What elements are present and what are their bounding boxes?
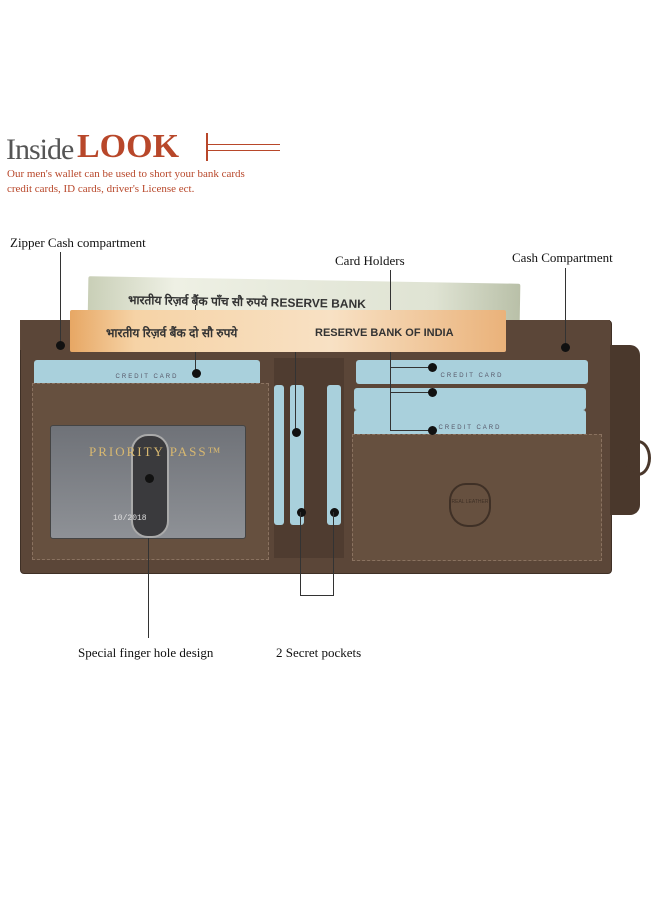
id-card-text: PRIORITY PASS™ [89, 444, 223, 459]
callout-dot [56, 341, 65, 350]
id-card-date: 10/2018 [113, 514, 147, 523]
callout-cash: Cash Compartment [512, 250, 613, 265]
right-credit-card-2 [354, 388, 586, 410]
banknote-200-hindi: भारतीय रिज़र्व बैंक दो सौ रुपये [106, 326, 238, 340]
secret-pocket-card [327, 385, 341, 525]
callout-finger-hole: Special finger hole design [78, 645, 214, 660]
right-pocket: REAL LEATHER [352, 434, 602, 561]
secret-pocket-card [290, 385, 304, 525]
right-credit-card-1: CREDIT CARD [356, 360, 588, 384]
banknote-500-text: भारतीय रिज़र्व बैंक पाँच सौ रुपये RESERV… [127, 292, 366, 312]
zipper[interactable] [610, 345, 640, 515]
callout-zipper: Zipper Cash compartment [10, 235, 146, 250]
callout-card-holders: Card Holders [335, 253, 405, 268]
finger-hole [131, 434, 169, 538]
right-credit-card-3: CREDIT CARD [354, 410, 586, 436]
banknote-200: भारतीय रिज़र्व बैंक दो सौ रुपये RESERVE … [70, 310, 506, 352]
title-decoration-line [208, 150, 280, 151]
real-leather-stamp: REAL LEATHER [449, 483, 491, 527]
callout-secret-pockets: 2 Secret pockets [276, 645, 362, 660]
title-decoration [206, 133, 208, 161]
title-inside: Inside [6, 133, 74, 166]
title-decoration-line [208, 144, 280, 145]
zipper-pull[interactable] [625, 440, 651, 476]
subtitle-line-1: Our men's wallet can be used to short yo… [7, 168, 245, 180]
banknote-200-english: RESERVE BANK OF INDIA [315, 327, 454, 339]
title-look: LOOK [77, 128, 180, 165]
subtitle-line-2: credit cards, ID cards, driver's License… [7, 183, 195, 195]
secret-pocket-card [274, 385, 284, 525]
